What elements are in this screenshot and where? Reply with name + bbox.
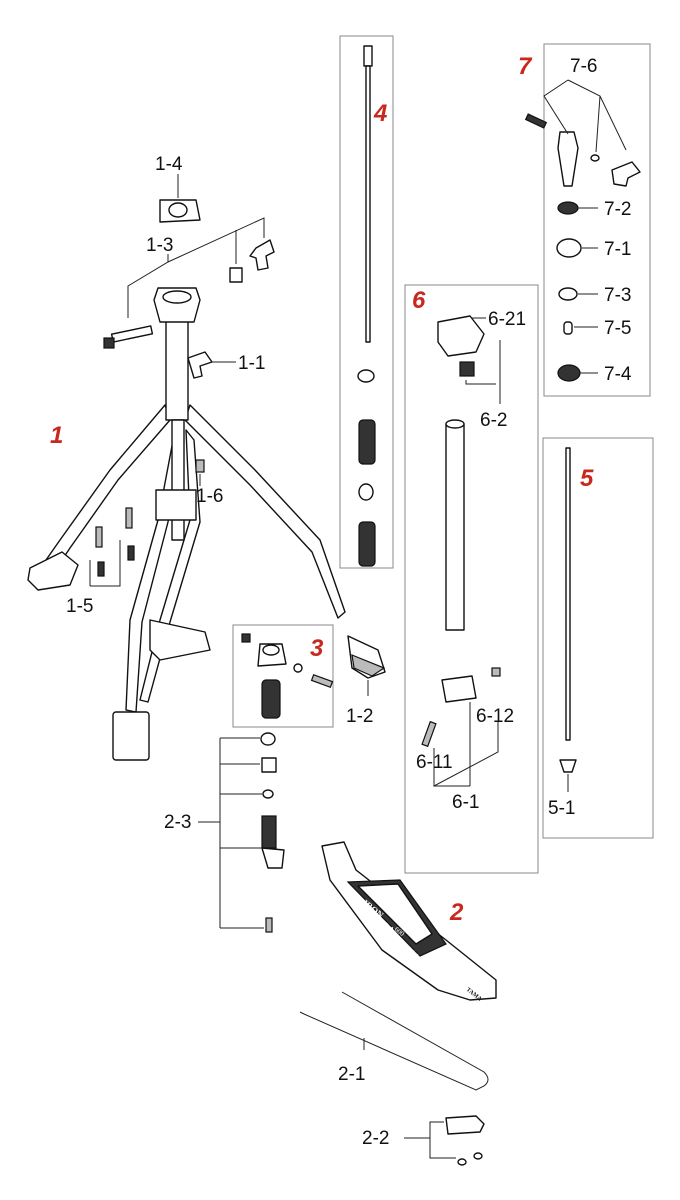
label-1-4: 1-4 [155, 154, 183, 175]
section-number-5: 5 [580, 465, 594, 492]
stand-base-assembly [27, 287, 346, 761]
part-2-2-plate [445, 1115, 485, 1166]
box-section-5 [542, 437, 654, 839]
part-1-5-screws [95, 507, 135, 577]
part-1-4-clamp [159, 199, 201, 223]
label-6-21: 6-21 [488, 309, 526, 330]
label-7-6: 7-6 [570, 56, 597, 77]
section-number-7: 7 [518, 53, 533, 80]
section-5-lower-rod [559, 447, 577, 773]
label-6-2: 6-2 [480, 410, 507, 431]
section-number-6: 6 [412, 287, 426, 314]
box-section-6 [404, 284, 539, 874]
section-number-2: 2 [449, 899, 464, 926]
part-1-1-wing-bolt [187, 351, 213, 379]
section-6-upper-rod [421, 315, 501, 748]
label-7-1: 7-1 [604, 239, 631, 260]
section-2-footboard [321, 841, 497, 1001]
label-6-12: 6-12 [476, 706, 514, 727]
section-number-3: 3 [310, 635, 324, 662]
label-1-1: 1-1 [238, 353, 265, 374]
box-section-7 [543, 43, 651, 397]
label-5-1: 5-1 [548, 798, 575, 819]
leader-lines [89, 79, 627, 1159]
label-1-3: 1-3 [146, 235, 173, 256]
section-3-hook [241, 633, 334, 719]
label-7-4: 7-4 [604, 364, 632, 385]
part-1-3-bolt-set [103, 239, 275, 349]
label-6-1: 6-1 [452, 792, 479, 813]
section-number-4: 4 [373, 100, 387, 127]
section-7-clutch-parts [524, 113, 641, 382]
section-4-rod-springs [357, 45, 376, 567]
label-1-6: 1-6 [196, 486, 223, 507]
label-7-2: 7-2 [604, 199, 631, 220]
label-2-3: 2-3 [164, 812, 191, 833]
label-7-5: 7-5 [604, 318, 631, 339]
label-2-1: 2-1 [338, 1064, 365, 1085]
label-1-5: 1-5 [66, 596, 93, 617]
box-section-3 [232, 624, 334, 728]
label-1-2: 1-2 [346, 706, 373, 727]
section-number-1: 1 [50, 422, 63, 449]
label-2-2: 2-2 [362, 1128, 389, 1149]
box-section-4 [339, 35, 394, 569]
label-7-3: 7-3 [604, 285, 631, 306]
part-2-1-link [299, 991, 489, 1091]
part-1-6-screw [195, 459, 205, 473]
label-6-11: 6-11 [416, 752, 453, 773]
section-2-3-parts [260, 732, 285, 933]
